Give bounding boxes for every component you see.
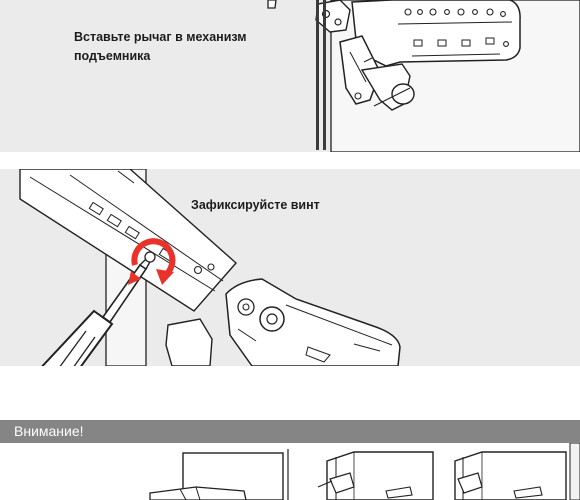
warning-bar: Внимание!	[0, 420, 580, 443]
lever-arm-icon	[19, 169, 237, 312]
lift-mechanism-icon	[351, 0, 521, 67]
step-1-illustration	[267, 0, 580, 152]
lift-mechanism-icon	[225, 278, 401, 366]
step-1-panel: Вставьте рычаг в механизм подъемника	[0, 0, 580, 152]
lever-piece	[267, 0, 277, 9]
cabinet-icon	[317, 451, 434, 500]
lever-arm-icon	[339, 35, 415, 111]
step-2-panel: Зафиксируйсте винт	[0, 169, 580, 366]
cabinet-post-left	[316, 0, 319, 150]
step-2-illustration	[19, 169, 401, 366]
mounting-bracket	[165, 318, 213, 366]
rotation-arrow-icon	[128, 238, 176, 285]
cabinet-icon	[454, 443, 580, 500]
screw-icon	[144, 251, 156, 263]
step-2-label: Зафиксируйсте винт	[191, 198, 320, 212]
step-1-label: Вставьте рычаг в механизм подъемника	[74, 30, 247, 63]
warning-title: Внимание!	[14, 423, 84, 439]
cabinet-post-right	[323, 0, 326, 150]
cabinet-icon	[149, 449, 289, 500]
warning-illustration	[149, 443, 580, 500]
warning-illustrations	[0, 443, 580, 500]
mounting-bracket	[315, 0, 351, 33]
